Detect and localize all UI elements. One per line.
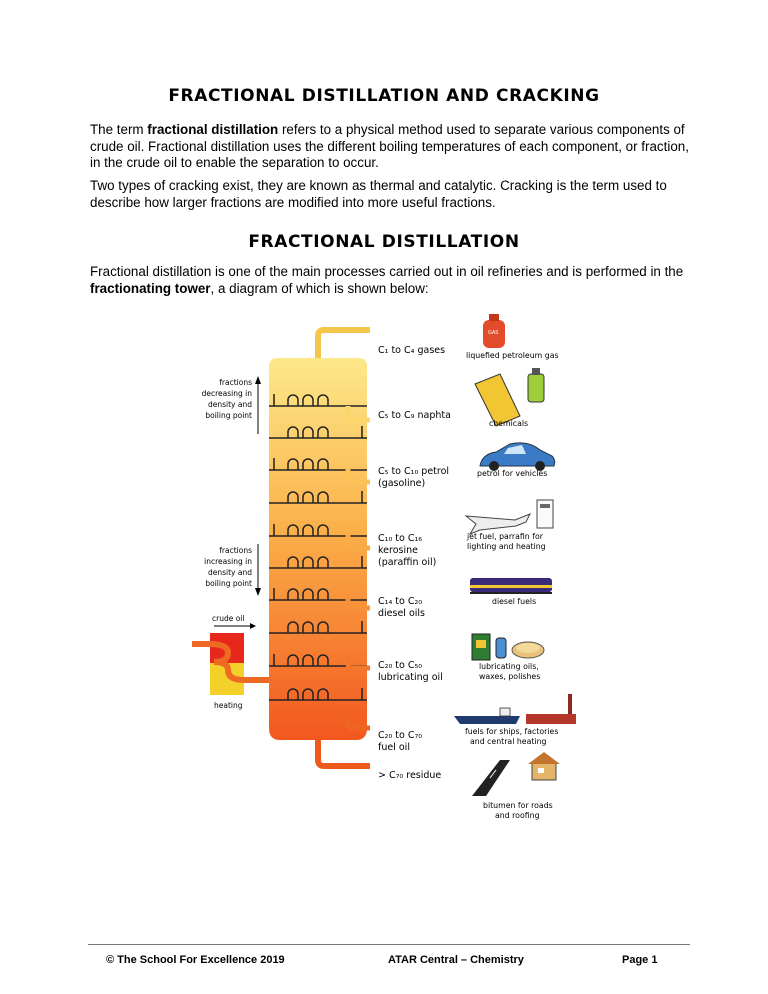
crude-oil-pipe <box>192 641 269 683</box>
intro-paragraph-1: The term fractional distillation refers … <box>90 122 689 171</box>
svg-text:boiling point: boiling point <box>205 411 252 420</box>
use-label-3: jet fuel, parrafin for <box>466 532 544 541</box>
use-label-0: liquefied petroleum gas <box>466 351 559 360</box>
fraction-label-0: C₁ to C₄ gases <box>378 345 445 356</box>
svg-text:increasing in: increasing in <box>204 557 252 566</box>
use-label-7: bitumen for roads <box>483 801 553 810</box>
gas-cylinder-icon: GAS <box>483 314 505 348</box>
train-icon <box>470 578 552 594</box>
footer-divider <box>88 944 690 945</box>
fractionating-tower-diagram: crude oil heating fractions decreasing i… <box>170 308 600 828</box>
fraction-label-6: C₂₀ to C₇₀ <box>378 730 422 741</box>
crude-oil-label: crude oil <box>212 614 244 623</box>
top-gas-pipe <box>315 327 370 366</box>
use-label-5: lubricating oils, <box>479 662 539 671</box>
footer-copyright: © The School For Excellence 2019 <box>106 954 285 966</box>
footer-page-number: Page 1 <box>622 954 658 966</box>
fraction-label-3: C₁₀ to C₁₆ <box>378 533 422 544</box>
svg-text:waxes, polishes: waxes, polishes <box>479 672 540 681</box>
page-title: FRACTIONAL DISTILLATION AND CRACKING <box>168 86 600 106</box>
tower-trays <box>269 394 367 701</box>
svg-text:lighting and heating: lighting and heating <box>467 542 546 551</box>
fraction-labels: C₁ to C₄ gases C₅ to C₉ naphta C₅ to C₁₀… <box>378 345 451 781</box>
svg-text:decreasing in: decreasing in <box>202 389 253 398</box>
fraction-label-5: C₂₀ to C₅₀ <box>378 660 422 671</box>
svg-text:boiling point: boiling point <box>205 579 252 588</box>
svg-text:diesel oils: diesel oils <box>378 608 425 619</box>
svg-text:fractions: fractions <box>219 378 252 387</box>
svg-text:and central heating: and central heating <box>470 737 547 746</box>
road-house-icon <box>472 752 560 796</box>
fraction-label-2: C₅ to C₁₀ petrol <box>378 466 449 477</box>
oil-can-icon <box>471 633 545 661</box>
arrow-up-label: fractions decreasing in density and boil… <box>202 378 253 420</box>
heating-label: heating <box>214 701 243 710</box>
svg-text:density and: density and <box>208 400 252 409</box>
svg-text:(paraffin oil): (paraffin oil) <box>378 557 436 568</box>
use-label-1: chemicals <box>489 419 528 428</box>
chemicals-icon <box>474 368 545 427</box>
intro-paragraph-2: Two types of cracking exist, they are kn… <box>90 178 667 210</box>
residue-pipe <box>315 740 370 769</box>
section-title: FRACTIONAL DISTILLATION <box>248 232 520 252</box>
svg-text:density and: density and <box>208 568 252 577</box>
ship-icon <box>454 694 576 724</box>
fraction-label-1: C₅ to C₉ naphta <box>378 410 451 421</box>
svg-text:fuel oil: fuel oil <box>378 742 410 753</box>
fraction-label-4: C₁₄ to C₂₀ <box>378 596 422 607</box>
use-label-2: petrol for vehicles <box>477 469 547 478</box>
output-pipes <box>345 406 370 731</box>
use-label-6: fuels for ships, factories <box>465 727 558 736</box>
car-icon <box>479 442 556 471</box>
footer-course: ATAR Central – Chemistry <box>388 954 524 966</box>
section-paragraph: Fractional distillation is one of the ma… <box>90 264 684 296</box>
svg-text:lubricating oil: lubricating oil <box>378 672 443 683</box>
tower-body <box>269 358 367 740</box>
svg-text:GAS: GAS <box>488 330 498 336</box>
fraction-label-7: > C₇₀ residue <box>378 770 441 781</box>
arrow-down-label: fractions increasing in density and boil… <box>204 546 252 588</box>
use-label-4: diesel fuels <box>492 597 536 606</box>
svg-text:fractions: fractions <box>219 546 252 555</box>
svg-text:kerosine: kerosine <box>378 545 418 556</box>
jet-icon <box>464 499 554 536</box>
svg-text:(gasoline): (gasoline) <box>378 478 425 489</box>
use-labels: liquefied petroleum gas chemicals petrol… <box>465 351 559 820</box>
svg-text:and roofing: and roofing <box>495 811 540 820</box>
